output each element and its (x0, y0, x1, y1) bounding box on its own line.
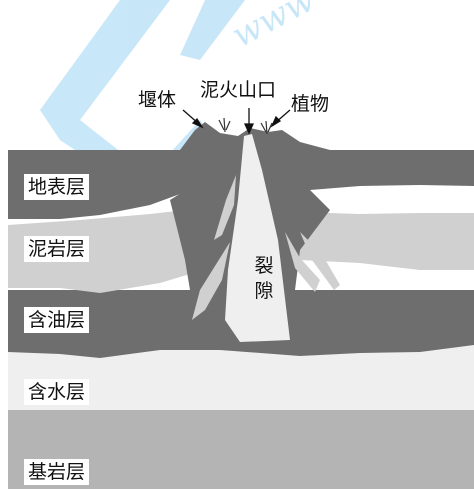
layer-label-surface: 地表层 (24, 174, 90, 200)
vein-left-outer (192, 242, 230, 320)
layer-label-bedrock: 基岩层 (24, 459, 90, 485)
arrow-plants (270, 109, 291, 128)
callout-crater: 泥火山口 (200, 79, 277, 101)
layer-label-mudstone: 泥岩层 (24, 236, 90, 262)
watermark-text: www (225, 0, 321, 56)
vein-left-inner (214, 175, 236, 240)
arrow-crater (243, 108, 255, 135)
layer-label-water: 含水层 (24, 379, 90, 405)
callout-plants: 植物 (291, 93, 330, 115)
plant-icon-left (218, 117, 231, 133)
vein-right-inner (300, 232, 340, 290)
layer-label-oil: 含油层 (24, 307, 90, 333)
fissure-label-char-2: 隙 (254, 280, 274, 302)
arrow-embankment (182, 109, 204, 129)
vein-right-outer (285, 232, 320, 292)
plant-icon-right (260, 120, 273, 135)
callout-embankment: 堰体 (138, 89, 177, 111)
fissure-label: 裂 隙 (253, 254, 275, 304)
fissure-vent (225, 134, 290, 342)
fissure-label-char-1: 裂 (254, 255, 274, 277)
